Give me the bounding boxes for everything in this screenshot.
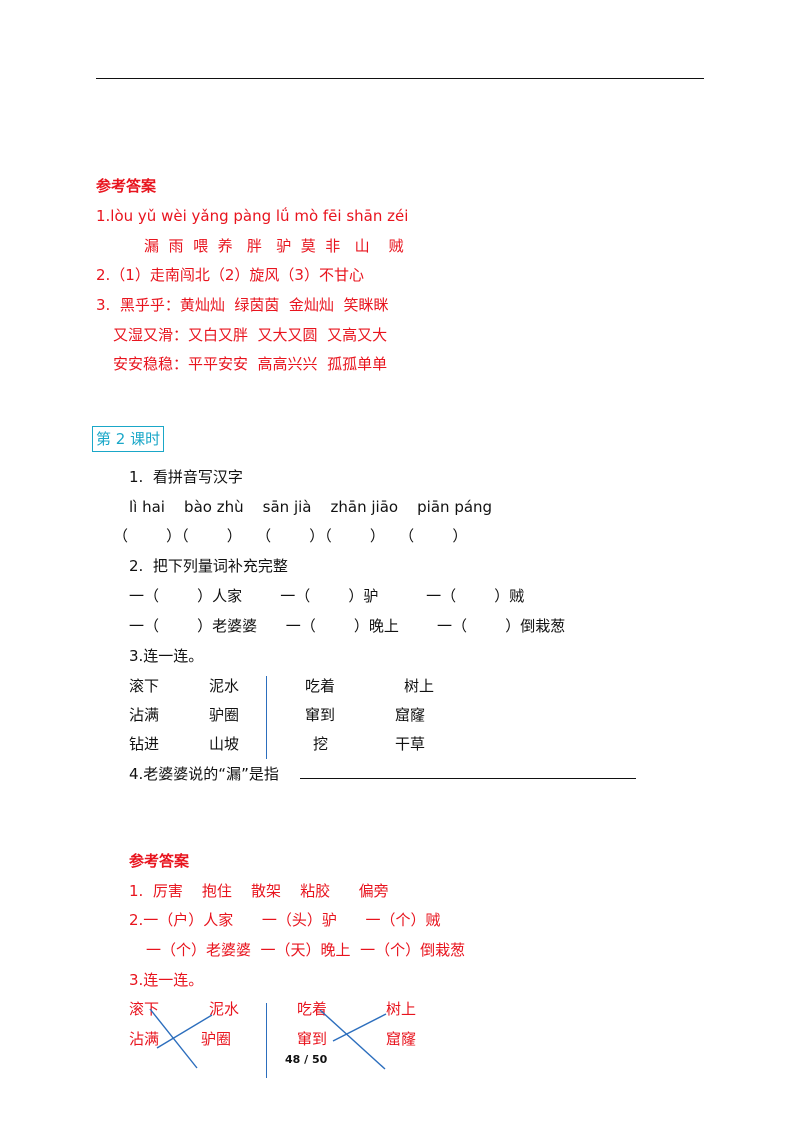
question-4: 4.老婆婆说的“漏”是指 <box>129 765 279 783</box>
answer-match-right-1a: 吃着 <box>297 1000 328 1018</box>
question-3: 3.连一连。 <box>129 647 204 665</box>
answer-2-line-1: 1. 厉害 抱住 散架 粘胶 偏旁 <box>129 882 389 900</box>
answer-heading-1: 参考答案 <box>96 177 157 195</box>
match-divider-1 <box>266 676 267 759</box>
answer-hanzi-line: 漏 雨 喂 养 胖 驴 莫 非 山 贼 <box>144 237 404 255</box>
match-right-2b: 窟窿 <box>395 706 426 724</box>
match-left-1b: 泥水 <box>209 677 240 695</box>
match-left-1a: 滚下 <box>129 677 160 695</box>
question-1: 1. 看拼音写汉字 <box>129 468 243 486</box>
connector-line-4 <box>332 1013 387 1042</box>
match-divider-2 <box>266 1003 267 1078</box>
match-right-3a: 挖 <box>313 735 329 753</box>
answer-match-left-1a: 滚下 <box>129 1000 160 1018</box>
answer-line-3: 3. 黑乎乎：黄灿灿 绿茵茵 金灿灿 笑眯眯 <box>96 296 389 314</box>
question-1-blanks: （ ）（ ） （ ）（ ） （ ） <box>113 527 468 545</box>
answer-line-2: 2.（1）走南闯北（2）旋风（3）不甘心 <box>96 266 364 284</box>
connector-line-3 <box>319 1009 386 1070</box>
answer-match-right-2a: 窜到 <box>297 1030 328 1048</box>
answer-heading-2: 参考答案 <box>129 852 190 870</box>
match-right-2a: 窜到 <box>305 706 336 724</box>
question-1-pinyin: lì hai bào zhù sān jià zhān jiāo piān pá… <box>129 498 493 516</box>
page-number: 48 / 50 <box>285 1053 328 1066</box>
match-left-2a: 沾满 <box>129 706 160 724</box>
match-right-3b: 干草 <box>395 735 426 753</box>
answer-2-line-4: 3.连一连。 <box>129 971 204 989</box>
question-2-row-1: 一（ ）人家 一（ ）驴 一（ ）贼 <box>129 587 525 605</box>
answer-match-left-2b: 驴圈 <box>201 1030 232 1048</box>
connector-line-2 <box>156 1014 213 1049</box>
answer-match-left-2a: 沾满 <box>129 1030 160 1048</box>
answer-line-5: 安安稳稳：平平安安 高高兴兴 孤孤单单 <box>113 355 388 373</box>
lesson-title-box: 第 2 课时 <box>92 426 165 452</box>
answer-match-right-2b: 窟窿 <box>386 1030 417 1048</box>
match-left-3a: 钻进 <box>129 735 160 753</box>
answer-match-right-1b: 树上 <box>386 1000 417 1018</box>
question-4-answer-line[interactable] <box>300 778 636 779</box>
question-2: 2. 把下列量词补充完整 <box>129 557 288 575</box>
answer-match-left-1b: 泥水 <box>209 1000 240 1018</box>
top-rule <box>96 78 704 79</box>
answer-2-line-3: 一（个）老婆婆 一（天）晚上 一（个）倒栽葱 <box>146 941 466 959</box>
match-left-3b: 山坡 <box>209 735 240 753</box>
match-right-1a: 吃着 <box>305 677 336 695</box>
match-right-1b: 树上 <box>404 677 435 695</box>
answer-2-line-2: 2.一（户）人家 一（头）驴 一（个）贼 <box>129 911 441 929</box>
question-2-row-2: 一（ ）老婆婆 一（ ）晚上 一（ ）倒栽葱 <box>129 617 566 635</box>
match-left-2b: 驴圈 <box>209 706 240 724</box>
answer-pinyin-line: 1.lòu yǔ wèi yǎng pàng lǘ mò fēi shān zé… <box>96 207 409 225</box>
answer-line-4: 又湿又滑：又白又胖 又大又圆 又高又大 <box>113 326 388 344</box>
